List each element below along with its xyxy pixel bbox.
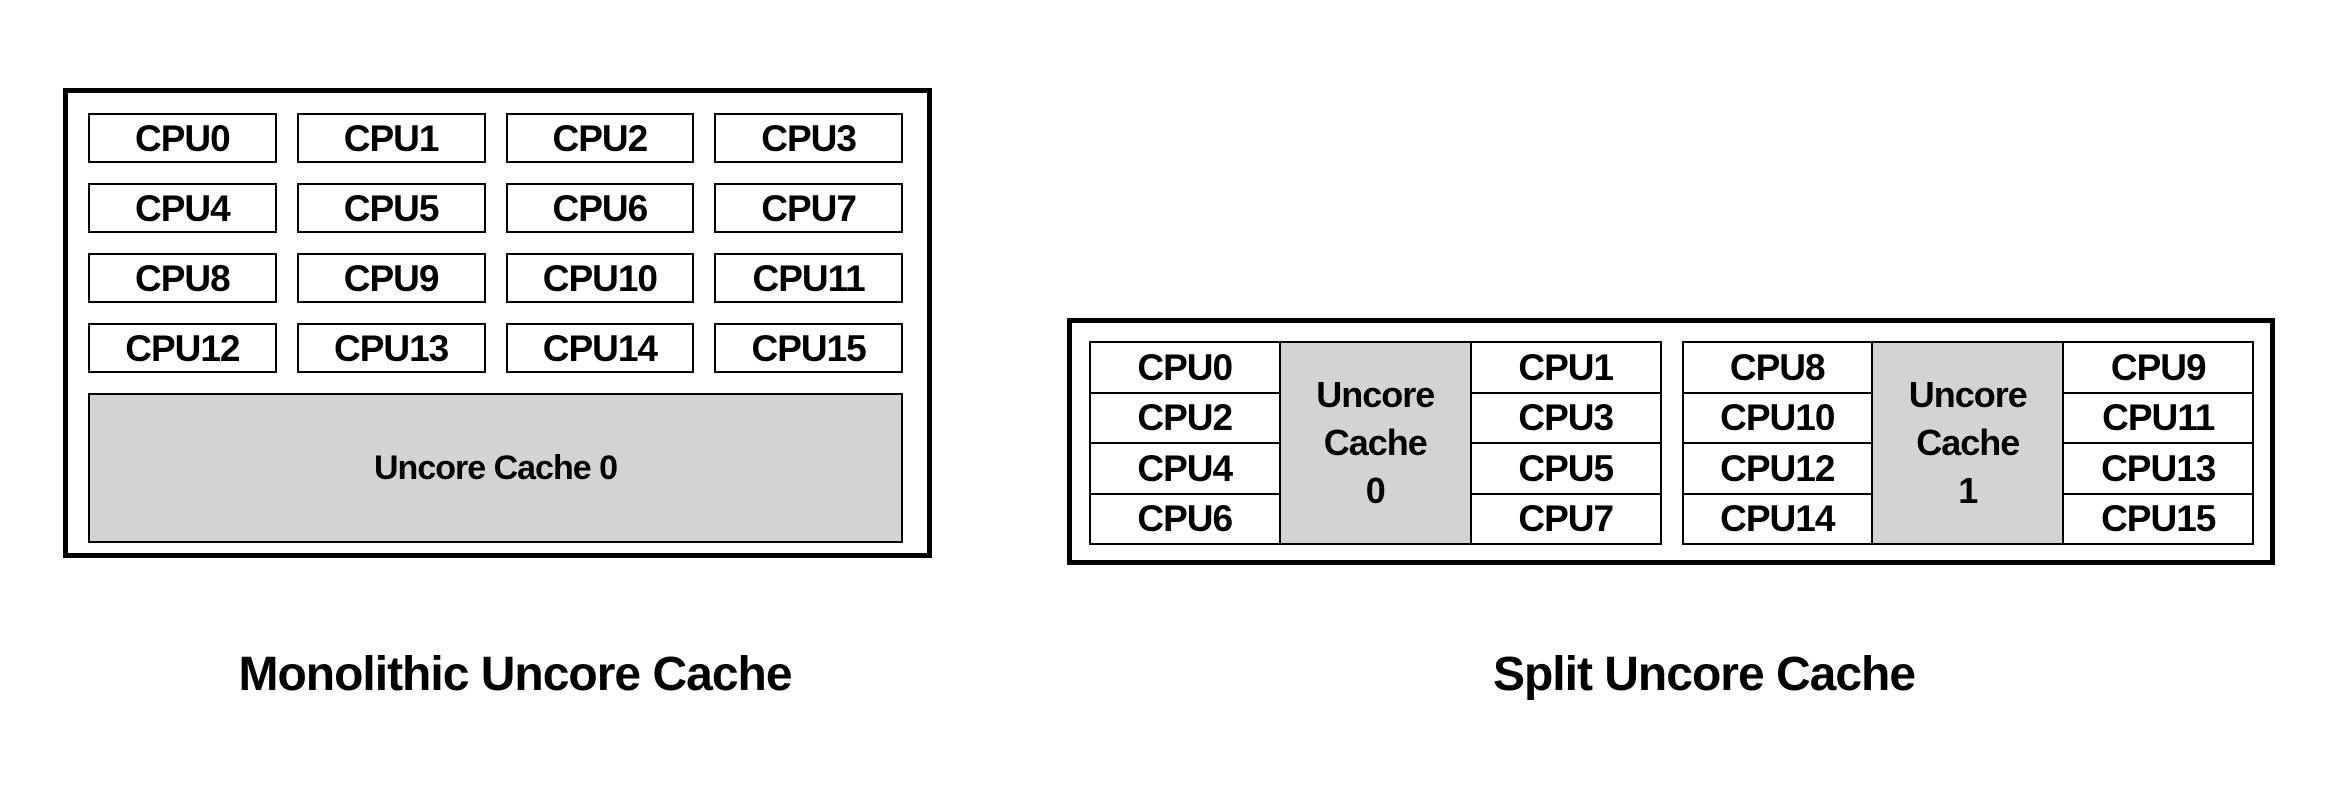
cpu-box: CPU8 <box>1683 343 1872 392</box>
cpu-box: CPU9 <box>296 253 486 303</box>
cpu-box: CPU10 <box>1683 393 1872 442</box>
cpu-box: CPU7 <box>714 183 903 233</box>
cpu-box: CPU7 <box>1471 494 1660 543</box>
cpu-box: CPU10 <box>505 253 695 303</box>
split-caption: Split Uncore Cache <box>1492 648 1916 701</box>
split-package-box: CPU0 CPU2 CPU4 CPU6 Uncore Cache 0 CPU1 … <box>1067 318 2275 565</box>
cpu-box: CPU9 <box>2064 343 2252 392</box>
cpu-box: CPU3 <box>1471 393 1660 442</box>
cpu-box: CPU6 <box>1091 494 1279 543</box>
cpu-box: CPU14 <box>1683 494 1872 543</box>
cpu-box: CPU12 <box>88 323 277 373</box>
cpu-box: CPU14 <box>505 323 695 373</box>
uncore-cache-0-box: Uncore Cache 0 <box>88 393 903 543</box>
cpu-box: CPU13 <box>296 323 486 373</box>
monolithic-package-box: CPU0 CPU1 CPU2 CPU3 CPU4 CPU5 CPU6 CPU7 … <box>63 88 932 558</box>
cpu-box: CPU4 <box>88 183 277 233</box>
uncore-cache-0-box: Uncore Cache 0 <box>1280 343 1470 543</box>
cpu-box: CPU6 <box>505 183 695 233</box>
cpu-box: CPU2 <box>505 113 695 163</box>
split-cluster-1: CPU8 CPU10 CPU12 CPU14 Uncore Cache 1 CP… <box>1681 341 2254 545</box>
cpu-box: CPU12 <box>1683 444 1872 493</box>
cpu-box: CPU11 <box>2064 393 2252 442</box>
cpu-box: CPU1 <box>1471 343 1660 392</box>
cpu-box: CPU2 <box>1091 393 1279 442</box>
monolithic-caption: Monolithic Uncore Cache <box>238 648 792 701</box>
cpu-box: CPU4 <box>1091 444 1279 493</box>
cpu-box: CPU15 <box>714 323 903 373</box>
cpu-box: CPU5 <box>296 183 486 233</box>
uncore-cache-1-box: Uncore Cache 1 <box>1873 343 2063 543</box>
cpu-box: CPU5 <box>1471 444 1660 493</box>
split-cluster-0: CPU0 CPU2 CPU4 CPU6 Uncore Cache 0 CPU1 … <box>1089 341 1662 545</box>
cpu-box: CPU0 <box>1091 343 1279 392</box>
cpu-box: CPU3 <box>714 113 903 163</box>
monolithic-cpu-grid: CPU0 CPU1 CPU2 CPU3 CPU4 CPU5 CPU6 CPU7 … <box>88 113 903 373</box>
cpu-box: CPU15 <box>2064 494 2252 543</box>
cpu-box: CPU11 <box>714 253 903 303</box>
cpu-box: CPU8 <box>88 253 277 303</box>
cpu-box: CPU1 <box>296 113 486 163</box>
cpu-box: CPU0 <box>88 113 277 163</box>
cpu-box: CPU13 <box>2064 444 2252 493</box>
